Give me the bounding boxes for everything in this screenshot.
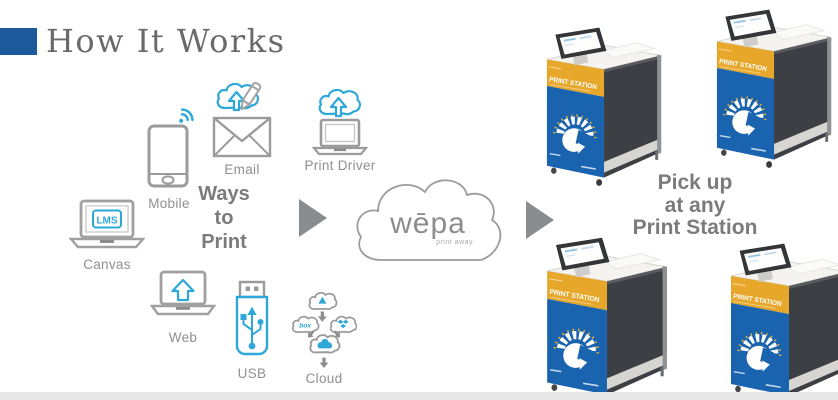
envelope-icon xyxy=(212,116,272,158)
ways-item-canvas: LMS Canvas xyxy=(68,199,146,272)
wepa-logo-text: wēpa xyxy=(389,207,466,240)
mobile-label: Mobile xyxy=(148,196,190,211)
pickup-text: Pick up at any Print Station xyxy=(632,171,758,239)
spartan-helmet-logo xyxy=(723,96,767,136)
cloud-services-icon: box xyxy=(291,291,357,369)
ways-item-usb: USB xyxy=(226,280,278,381)
down-arrow-icon xyxy=(319,357,329,369)
ways-to-print-heading: Ways to Print xyxy=(198,183,250,253)
spartan-helmet-logo xyxy=(553,114,597,154)
ways-item-cloud: box xyxy=(282,290,366,386)
page-title: How It Works xyxy=(46,22,286,60)
usb-symbol-icon xyxy=(240,306,264,350)
laptop-cloud-upload-icon xyxy=(311,88,369,156)
cloud-upload-icon xyxy=(318,88,362,118)
flow-arrow-icon xyxy=(299,199,327,237)
print-station-kiosk: PRINT STATION xyxy=(542,26,668,187)
kiosk-tablet xyxy=(555,27,607,66)
print-station-illustration: PRINT STATION xyxy=(730,243,838,400)
print-driver-label: Print Driver xyxy=(304,158,376,173)
drive-cloud-icon xyxy=(308,291,338,311)
ways-item-print-driver: Print Driver xyxy=(298,86,382,173)
envelope-cloud-pencil-icon xyxy=(212,81,272,158)
spartan-helmet-logo xyxy=(553,328,600,370)
box-text: box xyxy=(299,323,311,330)
wepa-tagline: print away xyxy=(436,239,473,246)
laptop-upload-icon xyxy=(150,270,216,316)
kiosk-tablet xyxy=(725,9,777,48)
print-station-illustration: PRINT STATION xyxy=(716,9,832,168)
ways-item-web: Web xyxy=(148,270,218,345)
lms-screen-text: LMS xyxy=(96,216,117,227)
smartphone-wifi-icon xyxy=(147,108,194,188)
web-label: Web xyxy=(168,330,198,345)
print-station-kiosk: PRINT STATION xyxy=(542,236,674,400)
canvas-label: Canvas xyxy=(83,257,131,272)
laptop-lms-icon: LMS xyxy=(69,199,145,249)
kiosk-tablet xyxy=(739,243,792,282)
usb-label: USB xyxy=(237,366,267,381)
usb-flash-drive-icon xyxy=(235,280,269,356)
kiosk-tablet xyxy=(556,237,610,278)
dropbox-cloud-icon xyxy=(329,315,357,334)
ways-item-email: Email xyxy=(210,78,274,177)
down-arrow-icon xyxy=(308,330,315,338)
print-station-illustration: PRINT STATION xyxy=(546,27,662,186)
bottom-divider-bar xyxy=(0,392,838,400)
title-accent-square xyxy=(0,28,37,55)
wepa-cloud-logo: wēpa print away xyxy=(356,179,502,261)
ways-item-mobile: Mobile xyxy=(138,104,200,211)
spartan-helmet-logo xyxy=(737,331,782,372)
wifi-waves-icon xyxy=(179,108,194,123)
print-station-kiosk: PRINT STATION xyxy=(726,242,838,400)
down-arrow-icon xyxy=(317,311,327,322)
flow-arrow-icon xyxy=(526,201,554,239)
cloud-label: Cloud xyxy=(305,371,343,387)
print-station-kiosk: PRINT STATION xyxy=(712,8,838,169)
onedrive-cloud-icon xyxy=(309,334,341,354)
box-cloud-icon: box xyxy=(291,315,320,334)
pencil-icon xyxy=(240,81,262,111)
print-station-illustration: PRINT STATION xyxy=(547,237,667,400)
email-label: Email xyxy=(224,162,260,177)
